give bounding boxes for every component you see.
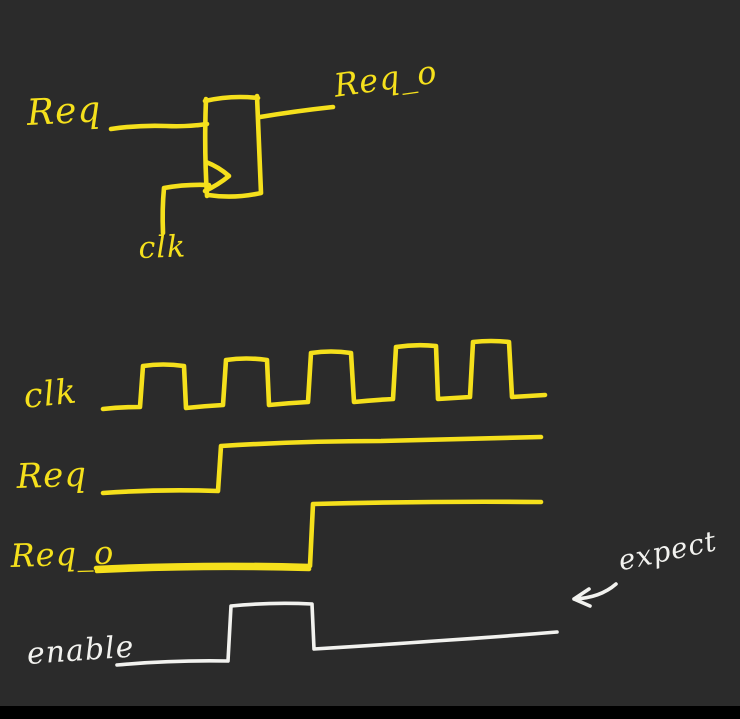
- expect-arrow-icon: [572, 582, 618, 608]
- circuit-clock-label: clk: [137, 229, 187, 266]
- timing-diagram: [93, 338, 548, 574]
- ff-clock-caret-icon: [202, 159, 232, 194]
- req-o-waveform: [93, 499, 544, 574]
- req-waveform: [100, 434, 544, 496]
- ff-clock-wire: [160, 182, 212, 236]
- timing-req-o-label: Req_o: [9, 533, 115, 575]
- ff-body: [202, 93, 264, 199]
- circuit-input-label: Req: [25, 89, 103, 134]
- white-ink-group: [115, 582, 618, 667]
- timing-enable-label: enable: [25, 629, 136, 672]
- ff-output-wire: [257, 104, 336, 120]
- clk-waveform: [100, 338, 548, 412]
- yellow-ink-group: [93, 93, 548, 574]
- timing-req-label: Req: [15, 454, 88, 497]
- enable-waveform: [115, 601, 559, 667]
- ff-input-wire: [108, 121, 210, 132]
- timing-clk-label: clk: [21, 371, 80, 417]
- flip-flop-diagram: [108, 93, 336, 236]
- bottom-black-bar: [0, 706, 740, 719]
